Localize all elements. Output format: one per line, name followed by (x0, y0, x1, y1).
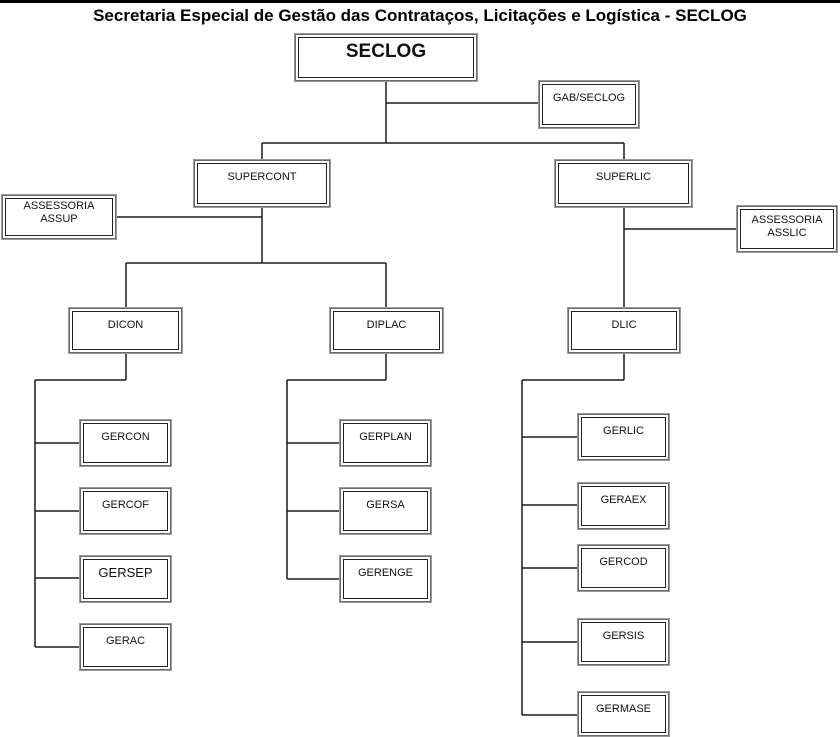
chart-title: Secretaria Especial de Gestão das Contra… (93, 6, 747, 25)
node-gercon[interactable]: GERCON (79, 419, 172, 467)
node-gercod[interactable]: GERCOD (577, 544, 670, 592)
node-gersa[interactable]: GERSA (339, 487, 432, 535)
node-asslic-line2: ASSLIC (767, 227, 807, 239)
node-superlic-label: SUPERLIC (595, 171, 652, 183)
node-germase-label: GERMASE (595, 703, 651, 715)
node-assessoria-asslic[interactable]: ASSESSORIA ASSLIC (736, 205, 838, 253)
node-seclog[interactable]: SECLOG (294, 33, 478, 82)
node-gersis[interactable]: GERSIS (577, 618, 670, 666)
node-dlic[interactable]: DLIC (567, 307, 681, 354)
node-dicon[interactable]: DICON (68, 307, 183, 354)
node-gerlic-label: GERLIC (603, 425, 644, 437)
node-gersep[interactable]: GERSEP (79, 555, 172, 603)
node-gab-seclog[interactable]: GAB/SECLOG (538, 80, 640, 129)
node-gerac[interactable]: GERAC (79, 623, 172, 671)
node-gerplan-label: GERPLAN (359, 431, 412, 443)
node-gerenge-label: GERENGE (357, 567, 413, 579)
node-assessoria-assup[interactable]: ASSESSORIA ASSUP (1, 194, 117, 240)
node-gab-seclog-label: GAB/SECLOG (552, 92, 626, 104)
node-gerlic[interactable]: GERLIC (577, 413, 670, 461)
node-gercof[interactable]: GERCOF (79, 487, 172, 535)
node-assup-line2: ASSUP (40, 213, 78, 225)
node-dicon-label: DICON (107, 319, 144, 331)
node-supercont-label: SUPERCONT (227, 171, 297, 183)
node-germase[interactable]: GERMASE (577, 691, 670, 737)
node-gerplan[interactable]: GERPLAN (339, 419, 432, 467)
node-gerac-label: GERAC (105, 635, 146, 647)
node-geraex-label: GERAEX (600, 494, 647, 506)
node-gercod-label: GERCOD (599, 556, 648, 568)
node-diplac[interactable]: DIPLAC (329, 307, 444, 354)
top-border (0, 0, 840, 3)
node-diplac-label: DIPLAC (366, 319, 407, 331)
node-geraex[interactable]: GERAEX (577, 482, 670, 530)
node-gercof-label: GERCOF (101, 499, 150, 511)
node-gersep-label: GERSEP (98, 565, 153, 580)
node-gercon-label: GERCON (101, 431, 150, 443)
node-supercont[interactable]: SUPERCONT (193, 159, 331, 208)
node-seclog-label: SECLOG (345, 41, 427, 62)
node-assup-line1: ASSESSORIA (23, 200, 95, 212)
node-gerenge[interactable]: GERENGE (339, 555, 432, 603)
node-gersa-label: GERSA (366, 499, 405, 511)
node-asslic-line1: ASSESSORIA (751, 214, 823, 226)
node-gersis-label: GERSIS (602, 630, 645, 642)
node-superlic[interactable]: SUPERLIC (554, 159, 693, 208)
node-dlic-label: DLIC (611, 319, 637, 331)
